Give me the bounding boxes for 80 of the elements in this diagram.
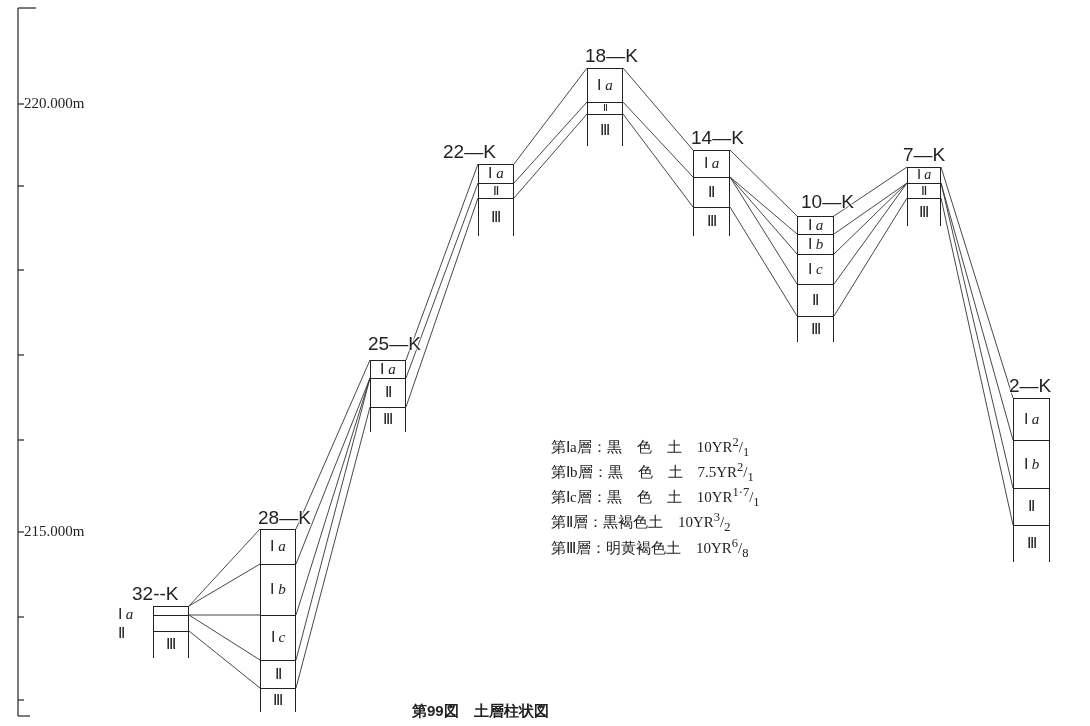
layer-label: Ⅰ a xyxy=(118,606,134,622)
layer-cell: Ⅰ a xyxy=(587,68,623,102)
layer-cell: Ⅲ xyxy=(1013,525,1050,562)
correlation-line xyxy=(729,206,798,317)
layer-cell: Ⅱ xyxy=(1013,488,1050,525)
layer-cell: Ⅱ xyxy=(797,284,834,316)
elevation-label: 220.000m xyxy=(24,94,85,112)
correlation-line xyxy=(729,176,798,235)
layer-cell: Ⅱ xyxy=(260,660,296,688)
column-heading: 10—K xyxy=(801,192,854,212)
layer-cell: Ⅲ xyxy=(370,407,406,432)
correlation-line xyxy=(405,163,479,361)
layer-cell: Ⅰ c xyxy=(260,615,296,660)
layer-cell: Ⅰ a xyxy=(1013,398,1050,440)
legend-line: 第Ⅰb層：黒 色 土 7.5YR$^{2}$/$_{1}$ xyxy=(551,459,754,486)
correlation-line xyxy=(295,377,371,565)
layer-cell: Ⅲ xyxy=(153,631,189,658)
correlation-line xyxy=(405,197,479,408)
correlation-line xyxy=(513,113,588,199)
correlation-line xyxy=(188,563,261,607)
correlation-line xyxy=(188,614,261,661)
layer-cell xyxy=(153,615,189,631)
layer-cell: Ⅰ a xyxy=(260,529,296,564)
correlation-line xyxy=(833,182,908,285)
layer-cell: Ⅱ xyxy=(478,183,514,198)
layer-cell: Ⅲ xyxy=(260,688,296,712)
correlation-line xyxy=(188,528,261,607)
correlation-line xyxy=(622,101,694,178)
layer-cell: Ⅲ xyxy=(797,316,834,342)
correlation-line xyxy=(513,67,588,165)
layer-cell: Ⅰ a xyxy=(797,216,834,234)
layer-cell: Ⅰ c xyxy=(797,254,834,284)
layer-cell: Ⅱ xyxy=(370,378,406,407)
layer-cell: Ⅰ a xyxy=(693,150,730,177)
legend-line: 第Ⅲ層：明黄褐色土 10YR$^{6}$/$_{8}$ xyxy=(551,535,749,562)
correlation-line xyxy=(729,149,798,217)
correlation-line xyxy=(940,166,1014,399)
correlation-line xyxy=(295,406,371,689)
layer-cell: Ⅲ xyxy=(478,198,514,236)
correlation-line xyxy=(729,176,798,255)
column-heading: 28—K xyxy=(258,508,311,528)
elevation-label: 215.000m xyxy=(24,522,85,540)
layer-cell: Ⅱ xyxy=(907,183,941,198)
correlation-line xyxy=(940,197,1014,526)
column-heading: 22—K xyxy=(443,142,496,162)
correlation-line xyxy=(833,166,908,217)
layer-cell: Ⅲ xyxy=(693,207,730,236)
legend-line: 第Ⅰc層：黒 色 土 10YR$^{1·7}$/$_{1}$ xyxy=(551,484,760,511)
correlation-line xyxy=(295,377,371,661)
layer-cell: Ⅰ b xyxy=(260,564,296,615)
correlation-line xyxy=(188,630,261,689)
correlation-line xyxy=(513,101,588,184)
layer-cell: Ⅱ xyxy=(587,102,623,114)
layer-cell: Ⅰ a xyxy=(907,167,941,183)
layer-cell: Ⅰ a xyxy=(370,360,406,378)
layer-cell xyxy=(153,606,189,615)
correlation-line xyxy=(729,176,798,285)
layer-cell: Ⅰ b xyxy=(797,234,834,254)
caption: 第99図 土層柱状図 xyxy=(412,702,549,721)
correlation-line xyxy=(405,182,479,379)
layer-cell: Ⅰ b xyxy=(1013,440,1050,488)
correlation-line xyxy=(833,182,908,235)
column-heading: 2—K xyxy=(1009,376,1052,396)
correlation-line xyxy=(622,113,694,208)
column-heading: 14—K xyxy=(691,128,744,148)
layer-cell: Ⅲ xyxy=(587,114,623,146)
correlation-line xyxy=(833,197,908,317)
correlation-line xyxy=(295,359,371,530)
column-heading: 7—K xyxy=(903,145,946,165)
layer-label: Ⅱ xyxy=(118,625,125,641)
column-heading: 32--K xyxy=(132,584,179,604)
layer-cell: Ⅰ a xyxy=(478,164,514,183)
correlation-line xyxy=(622,67,694,151)
layer-cell: Ⅲ xyxy=(907,198,941,226)
column-heading: 18—K xyxy=(585,46,638,66)
legend-line: 第Ⅱ層：黒褐色土 10YR$^{3}$/$_{2}$ xyxy=(551,509,731,536)
correlation-line xyxy=(940,182,1014,489)
correlation-line xyxy=(188,614,261,616)
legend-line: 第Ⅰa層：黒 色 土 10YR$^{2}$/$_{1}$ xyxy=(551,434,750,461)
layer-cell: Ⅱ xyxy=(693,177,730,207)
